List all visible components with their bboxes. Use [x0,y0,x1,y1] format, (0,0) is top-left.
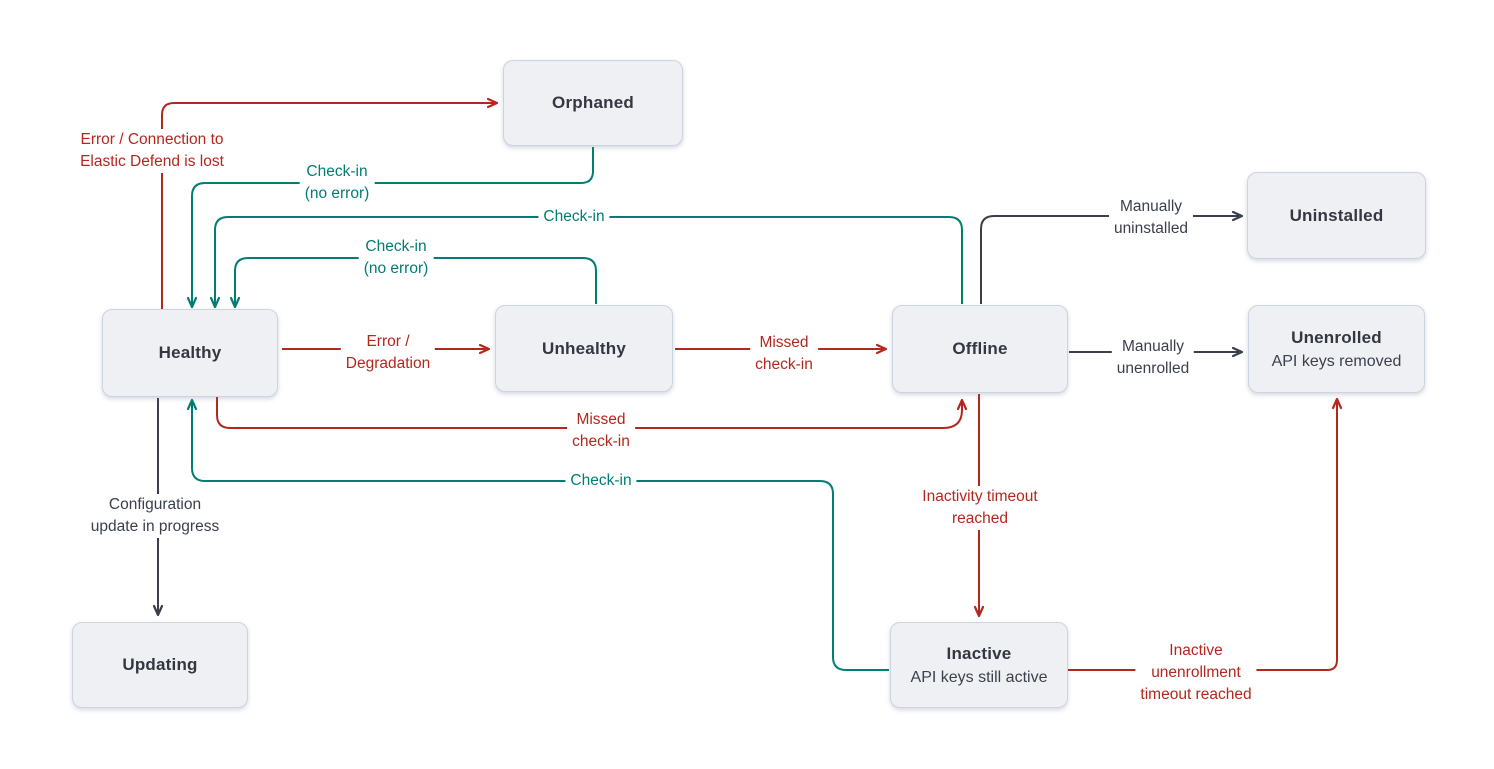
edge-label-line: Inactivity timeout [922,488,1038,505]
edge-label-line: Manually [1119,198,1183,215]
edge-label-line: check-in [755,356,813,373]
edge-offline-to-uninstalled [980,210,1244,304]
edge-label-line: Configuration [108,496,202,513]
edge-label-line: Degradation [345,355,431,372]
edge-label-healthy-to-orphaned: Error / Connection to Elastic Defend is … [75,129,229,173]
edge-label-healthy-to-unhealthy: Error / Degradation [340,331,436,375]
edge-label-line: reached [951,510,1008,527]
edge-orphaned-to-healthy [186,147,594,309]
edge-inactive-to-healthy [186,398,889,671]
node-unhealthy: Unhealthy [495,305,673,392]
edge-healthy-to-orphaned [161,97,499,309]
edge-label-line: Check-in [306,163,368,180]
edge-label-unhealthy-to-healthy: Check-in (no error) [358,236,434,280]
edge-label-line: unenrolled [1116,360,1190,377]
node-orphaned: Orphaned [503,60,683,146]
edge-label-line: timeout reached [1140,686,1252,703]
edge-label-line: unenrollment [1151,664,1241,681]
node-uninstalled-label: Uninstalled [1289,205,1384,225]
edge-label-orphaned-to-healthy: Check-in (no error) [299,161,375,205]
edge-label-offline-to-uninstalled: Manually uninstalled [1108,196,1194,240]
edge-label-line: check-in [572,433,630,450]
edge-label-offline-to-unenrolled: Manually unenrolled [1111,336,1195,380]
edge-label-line: Check-in [570,472,632,489]
node-uninstalled: Uninstalled [1247,172,1426,259]
node-unenrolled: Unenrolled API keys removed [1248,305,1425,393]
node-inactive-label: Inactive [946,643,1012,663]
edge-label-inactive-to-healthy: Check-in [565,470,637,492]
node-unenrolled-label: Unenrolled [1291,327,1382,347]
edge-label-line: Error / [366,333,410,350]
node-offline: Offline [892,305,1068,393]
edge-label-line: (no error) [304,185,370,202]
node-orphaned-label: Orphaned [552,93,634,112]
edge-label-offline-to-healthy: Check-in [538,206,610,228]
edge-label-healthy-to-updating: Configuration update in progress [85,494,225,538]
edge-label-line: (no error) [363,260,429,277]
node-updating-label: Updating [122,655,198,674]
edge-label-line: Elastic Defend is lost [80,153,224,170]
edge-label-offline-to-inactive: Inactivity timeout reached [917,486,1043,530]
edge-offline-to-healthy [209,216,963,309]
node-updating: Updating [72,622,248,708]
edge-inactive-to-unenrolled [1068,397,1343,671]
edge-label-line: update in progress [90,518,220,535]
edge-label-healthy-to-offline: Missed check-in [567,409,635,453]
edge-label-line: Inactive [1169,642,1223,659]
edge-label-inactive-to-unenrolled: Inactive unenrollment timeout reached [1135,640,1257,706]
node-unenrolled-sublabel: API keys removed [1271,352,1402,370]
node-inactive: Inactive API keys still active [890,622,1068,708]
edge-label-line: Missed [759,334,809,351]
edge-label-line: Check-in [543,208,605,225]
node-healthy: Healthy [102,309,278,397]
node-offline-label: Offline [952,339,1008,358]
node-healthy-label: Healthy [158,343,222,362]
edge-label-line: Missed [576,411,626,428]
edge-label-line: Check-in [365,238,427,255]
edge-label-line: Error / Connection to [80,131,224,148]
edge-label-unhealthy-to-offline: Missed check-in [750,332,818,376]
edge-label-line: uninstalled [1113,220,1189,237]
node-inactive-sublabel: API keys still active [910,668,1048,686]
node-unhealthy-label: Unhealthy [542,338,626,358]
edge-label-line: Manually [1121,338,1185,355]
